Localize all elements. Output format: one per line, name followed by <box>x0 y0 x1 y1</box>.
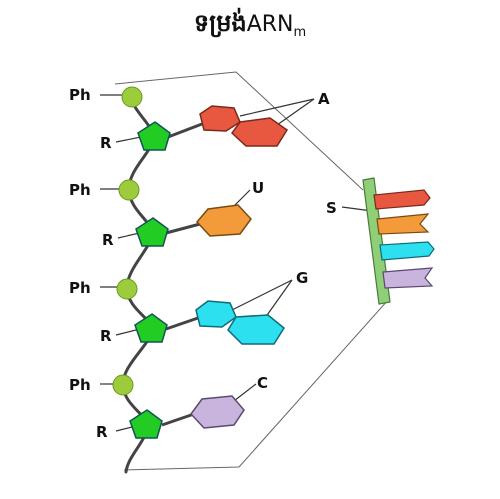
label-ribose-1: R <box>100 134 112 152</box>
title-khmer: ទម្រង់ <box>193 9 247 37</box>
label-phosphate-2: Ph <box>69 181 91 199</box>
phosphate-circle <box>116 278 138 300</box>
label-phosphate-1: Ph <box>69 86 91 104</box>
label-adenine: A <box>318 90 330 108</box>
adenine-ring-5 <box>199 105 241 132</box>
zoom-outline <box>114 71 364 191</box>
symbol-base-g <box>379 241 435 261</box>
label-phosphate-4: Ph <box>69 376 91 394</box>
label-ribose-3: R <box>100 327 112 345</box>
ribose-pentagon <box>129 409 163 439</box>
label-symbol: S <box>326 199 337 217</box>
nucleotide-cytosine <box>112 374 245 439</box>
adenine-ring-6 <box>231 117 289 147</box>
label-pointers <box>100 94 373 432</box>
phosphate-circle <box>118 179 140 201</box>
ribose-pentagon <box>137 121 171 151</box>
ribose-pentagon <box>135 217 169 247</box>
symbolic-strand <box>362 177 435 305</box>
label-ribose-2: R <box>102 231 114 249</box>
nucleotide-uracil <box>118 179 252 247</box>
label-cytosine: C <box>257 374 268 392</box>
phosphate-circle <box>112 374 134 396</box>
zoom-outline-bottom <box>123 299 389 471</box>
guanine-ring-5 <box>195 300 237 328</box>
label-guanine: G <box>296 269 308 287</box>
guanine-ring-6 <box>227 314 285 345</box>
symbol-base-a <box>373 189 431 210</box>
title-latin: ARN <box>246 12 294 37</box>
diagram-title: ទម្រង់ARNm <box>0 8 500 43</box>
symbol-base-u <box>376 213 430 235</box>
cytosine-ring <box>190 395 245 429</box>
label-phosphate-3: Ph <box>69 279 91 297</box>
phosphate-circle <box>121 86 143 108</box>
label-uracil: U <box>252 179 264 197</box>
nucleotide-adenine <box>121 86 289 151</box>
ribose-pentagon <box>134 313 168 343</box>
symbol-base-c <box>382 267 434 289</box>
title-subscript: m <box>293 25 307 40</box>
uracil-ring <box>195 204 252 237</box>
nucleotide-guanine <box>116 278 285 345</box>
label-ribose-4: R <box>96 423 108 441</box>
